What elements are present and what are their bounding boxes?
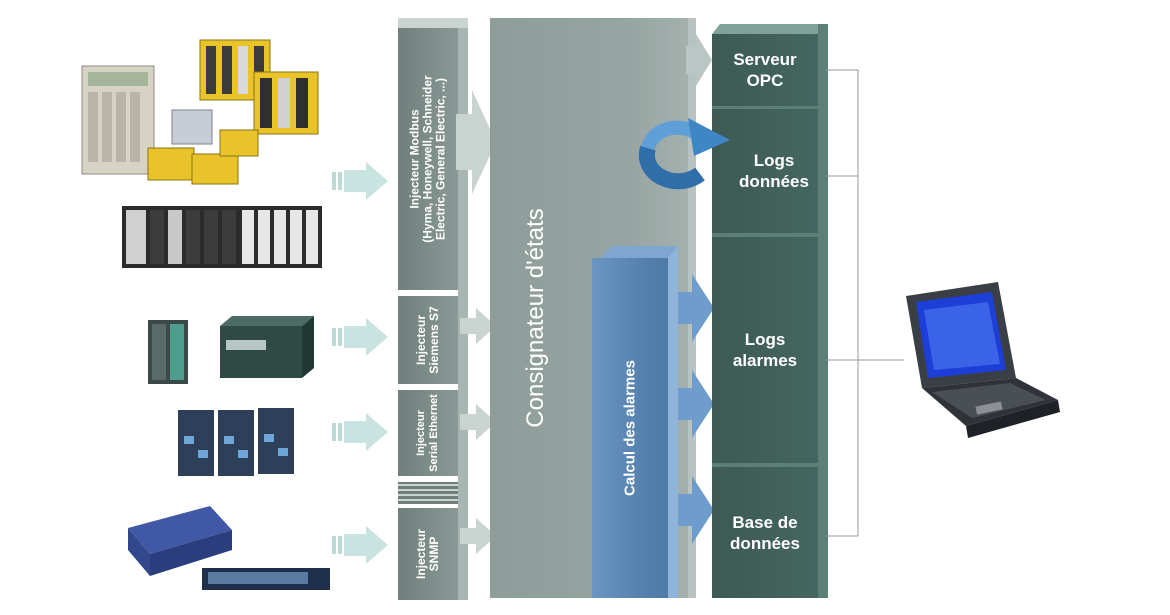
store-logs-data-label: Logs données — [739, 151, 809, 191]
store-logs-alarms-label: Logs alarmes — [732, 330, 798, 370]
cycle-arrow-icon — [638, 118, 730, 190]
connector-lines — [826, 69, 904, 537]
arrow-modbus-out — [456, 90, 496, 194]
arrow-alarm-3 — [678, 476, 714, 544]
alarm-calc-top — [600, 246, 678, 258]
store-divider — [712, 233, 818, 237]
arrow-snmp-out — [460, 518, 496, 554]
store-database-label: Base de données — [730, 512, 800, 553]
input-arrow-serial — [332, 413, 388, 451]
injector-column-side — [458, 28, 468, 600]
serial-ethernet-switch-icon — [178, 408, 294, 476]
plc-modules-icon — [81, 39, 319, 185]
injector-siemens: Injecteur Siemens S7 — [398, 296, 458, 384]
consignateur-label: Consignateur d'états — [522, 208, 549, 428]
input-arrow-siemens — [332, 318, 388, 356]
injector-siemens-label: Injecteur Siemens S7 — [414, 306, 441, 374]
injector-serial: Injecteur Serial Ethernet — [398, 390, 458, 476]
arrow-to-opc — [686, 34, 712, 86]
injector-to-consignateur-arrows — [456, 90, 496, 554]
injector-column-top — [398, 18, 468, 28]
store-logs-alarms: Logs alarmes — [712, 237, 818, 463]
input-arrow-modbus — [332, 162, 388, 200]
injector-separator-lines — [398, 482, 466, 504]
store-side-edge — [818, 24, 828, 598]
store-database: Base de données — [712, 467, 818, 598]
injector-modbus-label: Injecteur Modbus (Hyma, Honeywell, Schne… — [407, 75, 448, 243]
laptop-icon — [906, 282, 1060, 438]
device-images — [81, 39, 330, 590]
arrow-alarm-2 — [678, 370, 714, 438]
store-opc-label: Serveur OPC — [733, 50, 797, 90]
input-arrows — [332, 162, 388, 564]
injector-snmp-label: Injecteur SNMP — [414, 528, 441, 580]
modbus-rack-icon — [122, 206, 322, 268]
input-arrow-snmp — [332, 526, 388, 564]
store-logs-data: Logs données — [712, 109, 818, 233]
injector-modbus: Injecteur Modbus (Hyma, Honeywell, Schne… — [398, 28, 458, 290]
store-opc: Serveur OPC — [712, 34, 818, 106]
alarm-calc-label: Calcul des alarmes — [621, 360, 639, 496]
alarm-calc-block: Calcul des alarmes — [592, 258, 668, 598]
siemens-s7-icon — [148, 316, 314, 384]
store-divider — [712, 463, 818, 467]
injector-serial-label: Injecteur Serial Ethernet — [415, 394, 440, 472]
arrow-serial-out — [460, 404, 496, 440]
network-switch-icon — [128, 506, 330, 590]
store-top-edge — [712, 24, 826, 34]
arrow-alarm-1 — [678, 274, 714, 342]
arrow-siemens-out — [460, 308, 496, 344]
store-divider — [712, 106, 818, 109]
injector-snmp: Injecteur SNMP — [398, 508, 458, 600]
alarm-arrows — [678, 274, 714, 544]
alarm-calc-side — [668, 246, 678, 598]
